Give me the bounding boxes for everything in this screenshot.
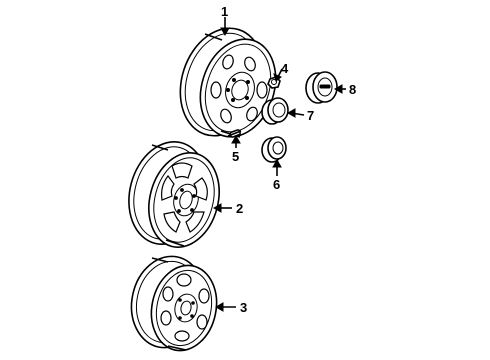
wheel-1 bbox=[179, 27, 277, 138]
callout-1: 1 bbox=[221, 4, 228, 19]
wheel-2 bbox=[128, 141, 220, 248]
callout-3: 3 bbox=[240, 300, 247, 315]
center-cap-7 bbox=[261, 97, 289, 125]
wheel-3 bbox=[130, 255, 218, 352]
callout-2: 2 bbox=[236, 201, 243, 216]
leader-lines bbox=[212, 17, 346, 312]
hub-cap-8 bbox=[305, 71, 338, 104]
callout-labels: 1 2 3 4 5 6 7 8 bbox=[221, 4, 356, 315]
callout-7: 7 bbox=[307, 108, 314, 123]
callout-6: 6 bbox=[273, 177, 280, 192]
callout-5: 5 bbox=[232, 149, 239, 164]
callout-8: 8 bbox=[349, 82, 356, 97]
callout-4: 4 bbox=[281, 61, 289, 76]
center-cap-6 bbox=[261, 136, 287, 163]
